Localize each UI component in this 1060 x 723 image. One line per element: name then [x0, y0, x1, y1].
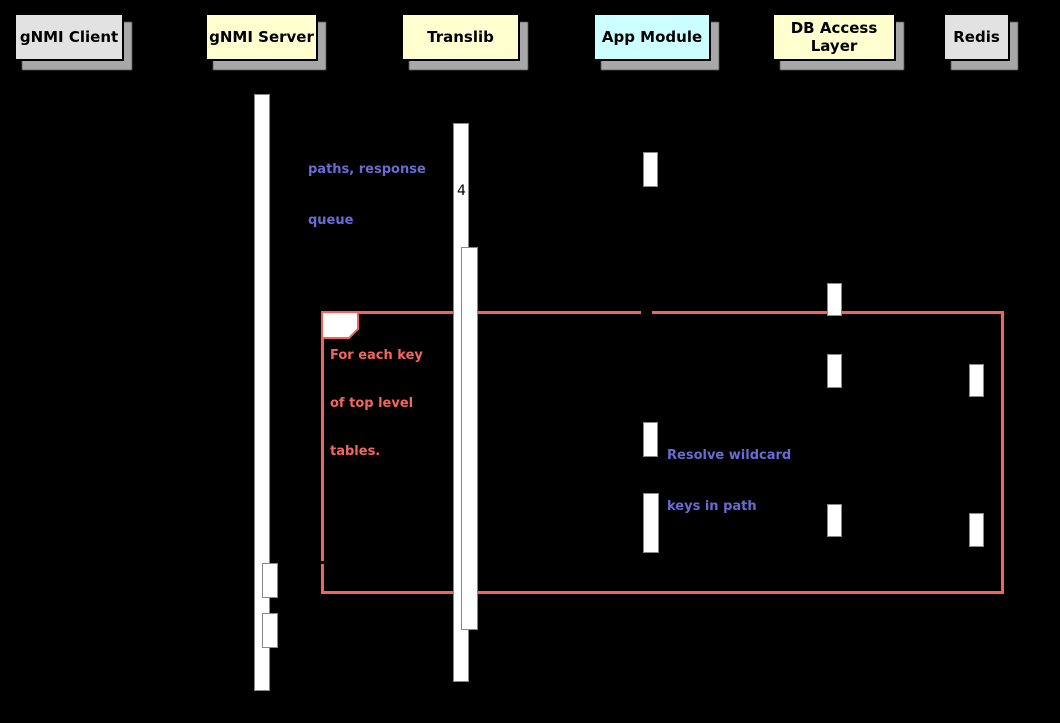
participant-label: gNMI Client [19, 28, 119, 46]
participant-label: DB Access Layer [790, 19, 878, 55]
lifeline-gnmi-client [68, 61, 70, 691]
activation-bar-gnmi-server [262, 613, 278, 648]
participant-gnmi-server: gNMI Server [205, 13, 318, 61]
loop-condition-line: of top level [330, 396, 414, 411]
participant-label: Redis [953, 28, 1000, 46]
activation-bar-db-access-layer [827, 354, 842, 388]
activation-bar-db-access-layer [827, 504, 842, 537]
loop-frame-pentagon-icon [321, 311, 360, 344]
participant-label: App Module [601, 28, 703, 46]
activation-bar-app-module [643, 493, 659, 553]
activation-bar-gnmi-server [262, 563, 278, 598]
loop-condition-line: tables. [330, 444, 381, 459]
activation-bar-translib [461, 247, 478, 630]
sequence-number: 4 [457, 183, 466, 199]
participant-label: gNMI Server [209, 28, 314, 46]
participant-db-access-layer: DB Access Layer [772, 13, 896, 61]
loop-frame [321, 311, 1004, 594]
loop-condition-line: For each key [330, 348, 423, 363]
participant-redis: Redis [943, 13, 1010, 61]
note-paths-response-queue: paths, response queue [308, 127, 426, 263]
note-line: Resolve wildcard [667, 448, 792, 463]
participant-label: Translib [427, 28, 494, 46]
loop-condition-text: For each key of top level tables. [330, 316, 423, 492]
participant-app-module: App Module [593, 13, 711, 61]
activation-bar-gnmi-server [254, 94, 270, 691]
activation-bar-db-access-layer [827, 283, 842, 316]
participant-translib: Translib [401, 13, 520, 61]
note-line: keys in path [667, 499, 757, 514]
activation-bar-redis [969, 513, 984, 547]
arrow-remnant [641, 311, 652, 315]
activation-bar-redis [969, 364, 984, 397]
activation-bar-app-module [643, 152, 658, 187]
lifeline-app-module [651, 61, 653, 691]
note-line: paths, response [308, 162, 426, 177]
note-resolve-wildcard: Resolve wildcard keys in path [667, 413, 791, 549]
note-line: queue [308, 213, 354, 228]
activation-bar-app-module [643, 422, 658, 457]
participant-gnmi-client: gNMI Client [14, 13, 124, 61]
arrow-remnant [317, 561, 329, 564]
